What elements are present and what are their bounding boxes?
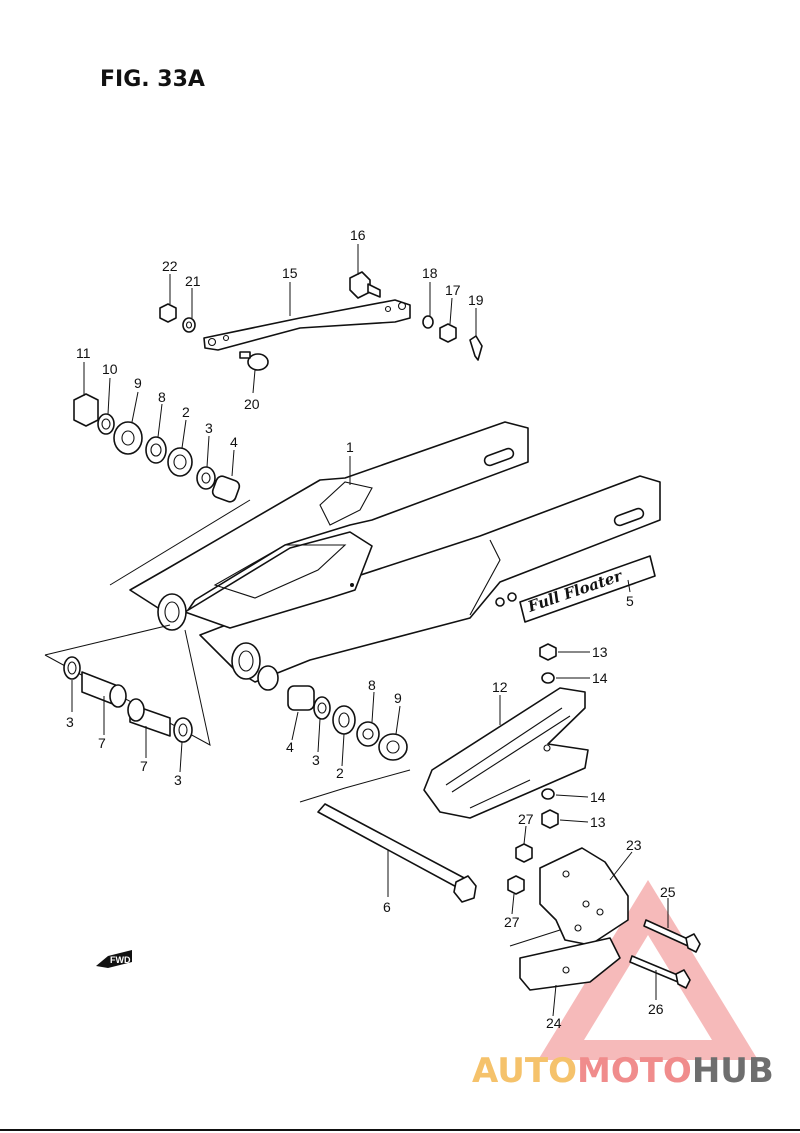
callout-13-upper: 13 bbox=[592, 644, 608, 660]
callout-7-left: 7 bbox=[98, 735, 106, 751]
nut-17 bbox=[439, 323, 457, 343]
callout-11: 11 bbox=[76, 345, 91, 361]
callout-17: 17 bbox=[445, 282, 461, 298]
cotter-pin-19 bbox=[469, 335, 483, 361]
callout-27-upper: 27 bbox=[518, 811, 534, 827]
callout-6: 6 bbox=[383, 899, 391, 915]
callout-20: 20 bbox=[244, 396, 260, 412]
bolt-20 bbox=[239, 351, 269, 371]
nut-27-upper bbox=[515, 843, 533, 863]
bearing-stack-upper bbox=[73, 393, 241, 503]
callout-9-upper: 9 bbox=[134, 375, 142, 391]
figure-title: FIG. 33A bbox=[100, 67, 205, 92]
callout-3-left: 3 bbox=[66, 714, 74, 730]
callout-labels: 16 22 21 15 18 17 19 20 11 10 9 8 2 3 4 … bbox=[66, 227, 676, 1031]
leader-lines bbox=[71, 244, 669, 1017]
bolt-16 bbox=[349, 271, 381, 299]
nut-27-lower bbox=[507, 875, 525, 895]
pivot-shaft bbox=[299, 769, 477, 903]
callout-12: 12 bbox=[492, 679, 508, 695]
callout-27-lower: 27 bbox=[504, 914, 520, 930]
watermark-part-2: MOTO bbox=[577, 1051, 692, 1091]
callout-21: 21 bbox=[185, 273, 201, 289]
svg-text:AUTOMOTOHUB: AUTOMOTOHUB bbox=[472, 1051, 774, 1091]
callout-3-right: 3 bbox=[174, 772, 182, 788]
chain-guide bbox=[509, 847, 629, 991]
callout-4-upper: 4 bbox=[230, 434, 238, 450]
chain-slider bbox=[423, 687, 589, 819]
torque-rod bbox=[203, 299, 411, 351]
callout-5: 5 bbox=[626, 593, 634, 609]
callout-26: 26 bbox=[648, 1001, 664, 1017]
nut-22 bbox=[159, 303, 177, 323]
fwd-label: FWD bbox=[110, 955, 131, 965]
pivot-collars-left bbox=[63, 656, 193, 743]
bolt-13-lower bbox=[541, 809, 559, 829]
washer-21 bbox=[182, 317, 196, 333]
callout-16: 16 bbox=[350, 227, 366, 243]
fwd-arrow: FWD bbox=[96, 950, 132, 968]
callout-1: 1 bbox=[346, 439, 354, 455]
washer-14-lower bbox=[541, 788, 555, 800]
callout-2-upper: 2 bbox=[182, 404, 190, 420]
callout-18: 18 bbox=[422, 265, 438, 281]
watermark-part-3: HUB bbox=[692, 1051, 774, 1091]
callout-9-lower: 9 bbox=[394, 690, 402, 706]
callout-19: 19 bbox=[468, 292, 484, 308]
swingarm bbox=[44, 421, 661, 746]
callout-25: 25 bbox=[660, 884, 676, 900]
bolt-13-upper bbox=[539, 643, 557, 661]
callout-7-right: 7 bbox=[140, 758, 148, 774]
bolt-26 bbox=[629, 955, 691, 989]
washer-14-upper bbox=[541, 672, 555, 684]
watermark-wordmark: AUTOMOTOHUB bbox=[472, 1051, 774, 1091]
bearing-stack-lower bbox=[287, 685, 408, 761]
callout-22: 22 bbox=[162, 258, 178, 274]
callout-8-upper: 8 bbox=[158, 389, 166, 405]
callout-14-upper: 14 bbox=[592, 670, 608, 686]
washer-18 bbox=[422, 315, 434, 329]
callout-14-lower: 14 bbox=[590, 789, 606, 805]
callout-23: 23 bbox=[626, 837, 642, 853]
callout-4-lower: 4 bbox=[286, 739, 294, 755]
callout-13-lower: 13 bbox=[590, 814, 606, 830]
callout-24: 24 bbox=[546, 1015, 562, 1031]
callout-15: 15 bbox=[282, 265, 298, 281]
callout-3-upper: 3 bbox=[205, 420, 213, 436]
callout-3-lower: 3 bbox=[312, 752, 320, 768]
callout-8-lower: 8 bbox=[368, 677, 376, 693]
callout-2-lower: 2 bbox=[336, 765, 344, 781]
watermark-part-1: AUTO bbox=[472, 1051, 577, 1091]
callout-10: 10 bbox=[102, 361, 118, 377]
bolt-25 bbox=[643, 919, 701, 953]
